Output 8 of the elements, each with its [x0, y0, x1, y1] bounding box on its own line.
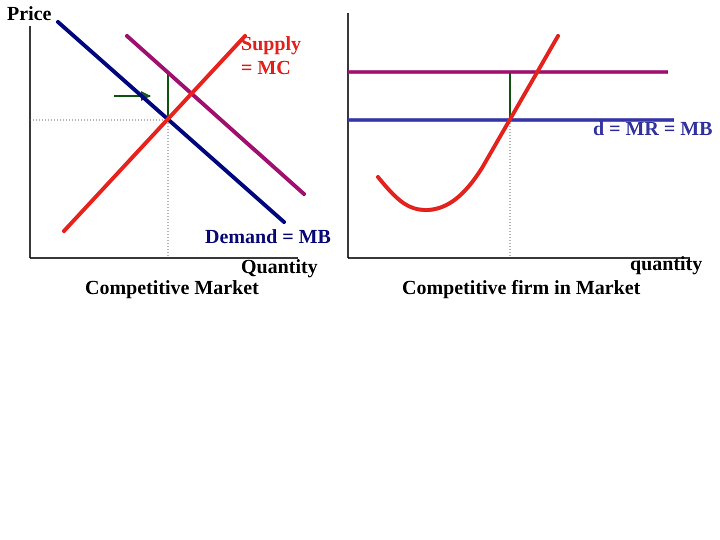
curve-label: Demand = MB — [205, 225, 331, 249]
curve-label: Supply = MC — [241, 32, 302, 80]
axis-label: quantity — [630, 252, 702, 276]
chart-caption: Competitive firm in Market — [402, 276, 640, 300]
curve-label: d = MR = MB — [593, 117, 712, 141]
axis-label: Quantity — [241, 255, 318, 279]
chart-caption: Competitive Market — [85, 277, 259, 300]
axis-label: Price — [7, 2, 52, 26]
